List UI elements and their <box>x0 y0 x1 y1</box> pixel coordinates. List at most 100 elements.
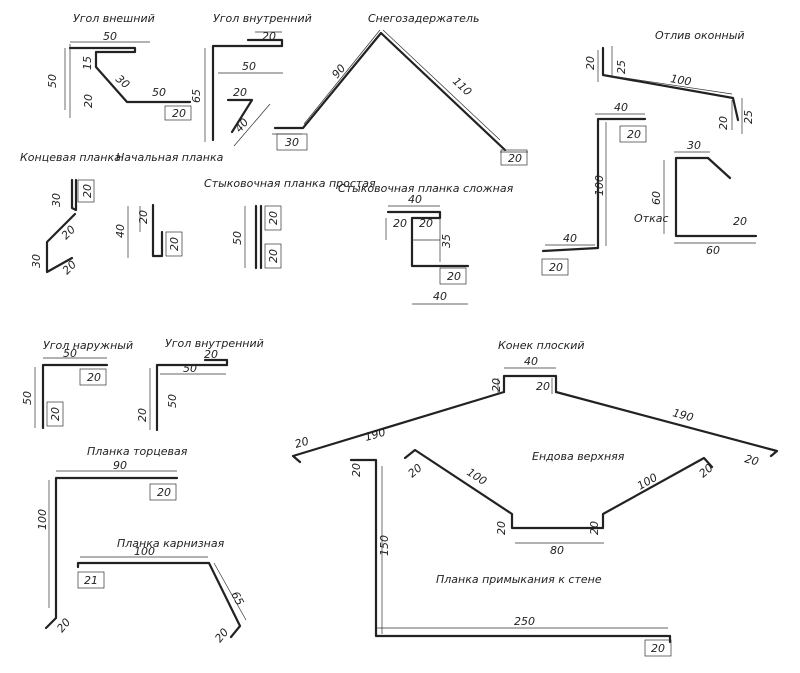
dim-oo-25l: 25 <box>615 60 628 74</box>
dim-pt-20b: 20 <box>54 616 73 635</box>
profile-stykovochnaya-slozhnaya: Стыковочная планка сложная 40 20 20 35 2… <box>338 182 514 305</box>
dim-ot-60: 60 <box>706 244 720 257</box>
dim-kp-30b: 30 <box>30 254 43 268</box>
dim-en-20c: 20 <box>588 521 601 535</box>
dim-p-100: 100 <box>593 175 606 196</box>
dim-kf-190l: 190 <box>363 426 387 444</box>
profile-ugol-vneshniy: Угол внешний 50 50 15 30 20 50 20 <box>46 12 192 121</box>
dim-oo-20r: 20 <box>717 116 730 130</box>
dim-kf-40: 40 <box>524 355 538 368</box>
dim-kp-20c: 20 <box>60 258 79 277</box>
dim-pk-21: 21 <box>84 574 98 587</box>
profile-kontsevaya-planka: Концевая планка 30 20 20 30 20 <box>20 151 121 277</box>
title-snegozaderzhatel: Снегозадержатель <box>368 12 479 25</box>
dim-sp-20a: 20 <box>267 211 280 225</box>
title-ugol-vnutrenniy-2: Угол внутренний <box>165 337 264 350</box>
dim-pt-100: 100 <box>36 509 49 530</box>
dim-pk-65: 65 <box>228 589 246 607</box>
profile-stykovochnaya-prostaya: Стыковочная планка простая 50 20 20 <box>204 177 376 270</box>
dim-sp-50: 50 <box>231 231 244 245</box>
dim-sz-110: 110 <box>450 75 474 99</box>
title-stykovochnaya-prostaya: Стыковочная планка простая <box>204 177 376 190</box>
dim-pk-20: 20 <box>212 626 231 645</box>
title-otliv-okonnyy: Отлив оконный <box>655 29 745 42</box>
title-konek-ploskiy: Конек плоский <box>498 339 585 352</box>
title-ugol-vneshniy: Угол внешний <box>73 12 155 25</box>
dim-oo-25r: 25 <box>742 110 755 124</box>
dim-ui-20top: 20 <box>262 30 276 43</box>
title-ugol-naruzhnyy: Угол наружный <box>43 339 133 352</box>
dim-un-50l: 50 <box>21 391 34 405</box>
dim-ui2-20v: 20 <box>136 408 149 422</box>
dim-np-20b: 20 <box>168 237 181 251</box>
dim-p-40: 40 <box>614 101 628 114</box>
title-planka-tortsevaya: Планка торцевая <box>87 445 188 458</box>
profile-planka-primykaniya: Планка примыкания к стене 20 150 250 20 <box>349 458 672 657</box>
dim-ui2-50v: 50 <box>166 394 179 408</box>
dim-en-20b: 20 <box>495 521 508 535</box>
dim-np-40: 40 <box>114 224 127 238</box>
dim-en-20d: 20 <box>697 461 716 480</box>
dim-uv-20box: 20 <box>172 107 186 120</box>
dim-uv-50b: 50 <box>152 86 166 99</box>
dim-ui-50: 50 <box>242 60 256 73</box>
title-nachalnaya-planka: Начальная планка <box>116 151 224 164</box>
dim-kp-30a: 30 <box>50 193 63 207</box>
dim-oo-100: 100 <box>669 72 692 88</box>
dim-uv-50left: 50 <box>46 74 59 88</box>
profile-ugol-vnutrenniy-2: Угол внутренний 20 50 50 20 <box>136 337 264 432</box>
dim-pt-90: 90 <box>113 459 127 472</box>
profile-planka-100: 40 20 100 40 20 <box>541 101 647 276</box>
dim-sz-30: 30 <box>285 136 299 149</box>
dim-ot-20: 20 <box>733 215 747 228</box>
title-kontsevaya-planka: Концевая планка <box>20 151 121 164</box>
dim-pw-250: 250 <box>514 615 535 628</box>
dim-np-20a: 20 <box>137 210 150 224</box>
profile-nachalnaya-planka: Начальная планка 40 20 20 <box>114 151 224 258</box>
dim-un-20v: 20 <box>49 407 62 421</box>
dim-p-20b: 20 <box>549 261 563 274</box>
dim-p-20box: 20 <box>627 128 641 141</box>
dim-kf-20fl: 20 <box>293 435 310 451</box>
title-planka-primykaniya: Планка примыкания к стене <box>436 573 602 586</box>
dim-ss-40b: 40 <box>433 290 447 303</box>
dim-kf-20fr: 20 <box>743 452 760 468</box>
dim-pt-20box: 20 <box>157 486 171 499</box>
title-stykovochnaya-slozhnaya: Стыковочная планка сложная <box>338 182 514 195</box>
dim-en-80: 80 <box>550 544 564 557</box>
dim-sz-90: 90 <box>329 62 348 81</box>
dim-ui2-20: 20 <box>204 348 218 361</box>
dim-kf-190r: 190 <box>671 406 695 424</box>
dim-sp-20b: 20 <box>267 249 280 263</box>
dim-ss-20a: 20 <box>393 217 407 230</box>
title-endova-verkhnyaya: Ендова верхняя <box>532 450 625 463</box>
title-ugol-vnutrenniy: Угол внутренний <box>213 12 312 25</box>
dim-pw-20: 20 <box>350 463 363 477</box>
dim-ot-30: 30 <box>687 139 701 152</box>
dim-uv-20v: 20 <box>82 94 95 108</box>
dim-kf-20l: 20 <box>490 378 503 392</box>
dim-ui2-50: 50 <box>183 362 197 375</box>
dim-kf-20r: 20 <box>536 380 550 393</box>
dim-ss-20c: 20 <box>447 270 461 283</box>
dim-un-20box: 20 <box>87 371 101 384</box>
dim-pk-100: 100 <box>134 545 155 558</box>
title-otkas: Откас <box>634 212 669 225</box>
profile-planka-tortsevaya: Планка торцевая 90 20 100 20 <box>36 445 188 635</box>
profile-otliv-okonnyy: Отлив оконный 20 25 100 20 25 <box>584 29 755 134</box>
profile-konek-ploskiy: Конек плоский 40 20 20 190 190 20 20 <box>291 339 779 469</box>
dim-p-40b: 40 <box>563 232 577 245</box>
dim-uv-50top: 50 <box>103 30 117 43</box>
title-planka-karniznaya: Планка карнизная <box>117 537 225 550</box>
profile-planka-karniznaya: Планка карнизная 100 21 65 20 <box>76 537 246 645</box>
dim-ss-35: 35 <box>440 234 453 248</box>
dim-oo-20l: 20 <box>584 56 597 70</box>
dim-uv-15: 15 <box>81 56 94 70</box>
dim-pw-20b: 20 <box>651 642 665 655</box>
profile-ugol-vnutrenniy: Угол внутренний 20 50 65 20 40 <box>190 12 312 147</box>
dim-ss-40: 40 <box>408 193 422 206</box>
dim-pw-150: 150 <box>378 535 391 556</box>
dim-ot-60v: 60 <box>650 191 663 205</box>
profile-ugol-naruzhnyy: Угол наружный 50 20 50 20 <box>21 339 133 430</box>
